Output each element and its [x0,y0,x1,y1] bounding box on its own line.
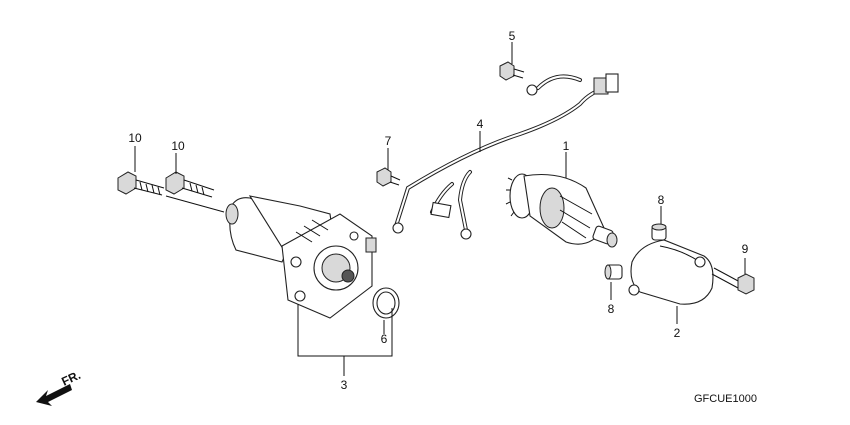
callout-2: 2 [674,326,681,340]
front-label: FR. [59,368,82,389]
diagram-code: GFCUE1000 [694,393,757,405]
leader-lines [134,42,746,376]
starter-cover [628,239,714,305]
callout-8-upper: 8 [658,193,665,207]
callout-4: 4 [477,117,484,131]
bolt-10-right [165,171,215,198]
o-ring-6 [372,287,400,319]
callout-1: 1 [563,139,570,153]
callout-10-left: 10 [128,131,142,145]
bolt-9 [711,267,755,295]
callout-3: 3 [341,378,348,392]
callout-6: 6 [381,332,388,346]
collar-8-lower [604,264,623,280]
starter-clutch [505,173,618,248]
callout-9: 9 [742,242,749,256]
bolt-5 [499,61,525,81]
callout-10-right: 10 [171,139,185,153]
bolt-10-left [117,171,165,196]
starter-motor [225,195,377,319]
callout-5: 5 [509,29,516,43]
bolt-7 [376,167,401,187]
collar-8-upper [651,223,667,241]
callout-7: 7 [385,134,392,148]
front-direction-arrow: FR. [36,368,83,406]
wire-harness [392,73,619,240]
callout-8-lower: 8 [608,302,615,316]
